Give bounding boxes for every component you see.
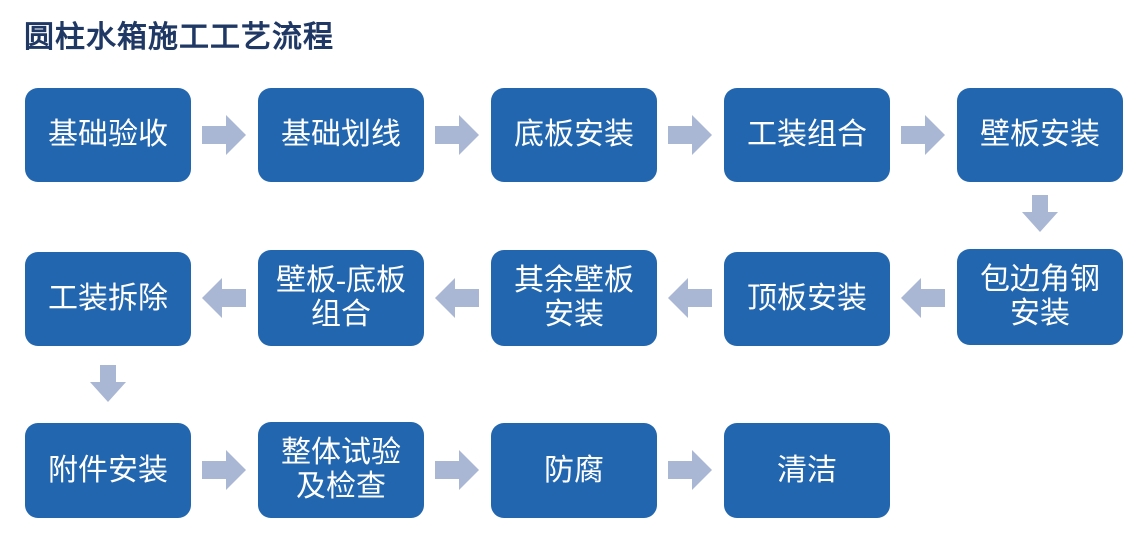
flow-arrow-down-icon: [1022, 195, 1058, 232]
flow-step-wall-plate-installation: 壁板安装: [957, 88, 1123, 182]
flow-step-tooling-assembly: 工装组合: [724, 88, 890, 182]
flow-step-top-plate-installation: 顶板安装: [724, 252, 890, 346]
flow-step-label: 防腐: [544, 453, 604, 487]
flow-step-label: 包边角钢 安装: [980, 263, 1100, 330]
flow-step-label: 壁板安装: [980, 118, 1100, 152]
flow-arrow-right-icon: [668, 115, 712, 155]
flow-arrow-right-icon: [901, 115, 945, 155]
flow-step-overall-test-and-inspection: 整体试验 及检查: [258, 422, 424, 518]
flow-step-edge-angle-steel-installation: 包边角钢 安装: [957, 249, 1123, 345]
flow-step-anti-corrosion: 防腐: [491, 423, 657, 518]
flow-step-label: 其余壁板 安装: [514, 264, 634, 331]
flow-step-label: 工装组合: [747, 118, 867, 152]
flow-step-wall-bottom-plate-assembly: 壁板-底板 组合: [258, 250, 424, 346]
flow-step-label: 整体试验 及检查: [281, 436, 401, 503]
flow-arrow-right-icon: [202, 450, 246, 490]
flow-step-label: 顶板安装: [747, 282, 867, 316]
flow-step-label: 清洁: [777, 453, 837, 487]
diagram-title: 圆柱水箱施工工艺流程: [24, 21, 334, 54]
flow-arrow-right-icon: [435, 450, 479, 490]
flow-arrow-left-icon: [202, 278, 246, 318]
flow-step-label: 附件安装: [48, 453, 168, 487]
flow-arrow-right-icon: [202, 115, 246, 155]
flow-step-label: 底板安装: [514, 118, 634, 152]
flow-step-remaining-wall-plate-install: 其余壁板 安装: [491, 250, 657, 346]
flow-arrow-right-icon: [435, 115, 479, 155]
flow-arrow-right-icon: [668, 450, 712, 490]
flow-step-bottom-plate-installation: 底板安装: [491, 88, 657, 182]
flow-arrow-down-icon: [90, 365, 126, 402]
flow-step-label: 壁板-底板 组合: [276, 264, 406, 331]
flow-step-cleaning: 清洁: [724, 423, 890, 518]
flow-arrow-left-icon: [435, 278, 479, 318]
flow-arrow-left-icon: [901, 278, 945, 318]
flow-step-label: 基础验收: [48, 118, 168, 152]
flow-step-label: 基础划线: [281, 118, 401, 152]
flow-step-accessory-installation: 附件安装: [25, 423, 191, 518]
flow-step-label: 工装拆除: [48, 282, 168, 316]
flow-step-foundation-marking: 基础划线: [258, 88, 424, 182]
flow-step-foundation-acceptance: 基础验收: [25, 88, 191, 182]
flow-step-tooling-removal: 工装拆除: [25, 252, 191, 346]
flow-arrow-left-icon: [668, 278, 712, 318]
